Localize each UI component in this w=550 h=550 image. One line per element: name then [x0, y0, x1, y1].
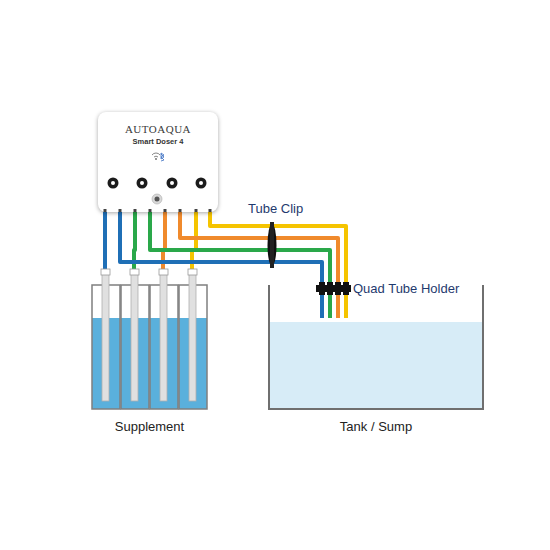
quad-tube-holder: [316, 282, 352, 295]
supplement-containers: Supplement: [91, 285, 208, 434]
part-label: Tube Clip: [246, 201, 305, 216]
part-label: Quad Tube Holder: [351, 281, 461, 296]
tube: [210, 212, 346, 318]
vessel-label: Supplement: [91, 419, 208, 434]
model-name: Smart Doser 4: [98, 137, 218, 146]
tube-bundle: [120, 212, 346, 318]
brand-logo: AUTOAQUA: [98, 123, 218, 135]
doser-unit: AUTOAQUA Smart Doser 4: [98, 112, 218, 212]
tube-clip: [268, 222, 277, 268]
tube: [103, 212, 107, 270]
tank-sump: Tank / Sump: [268, 285, 484, 434]
vessel-label: Tank / Sump: [268, 419, 484, 434]
